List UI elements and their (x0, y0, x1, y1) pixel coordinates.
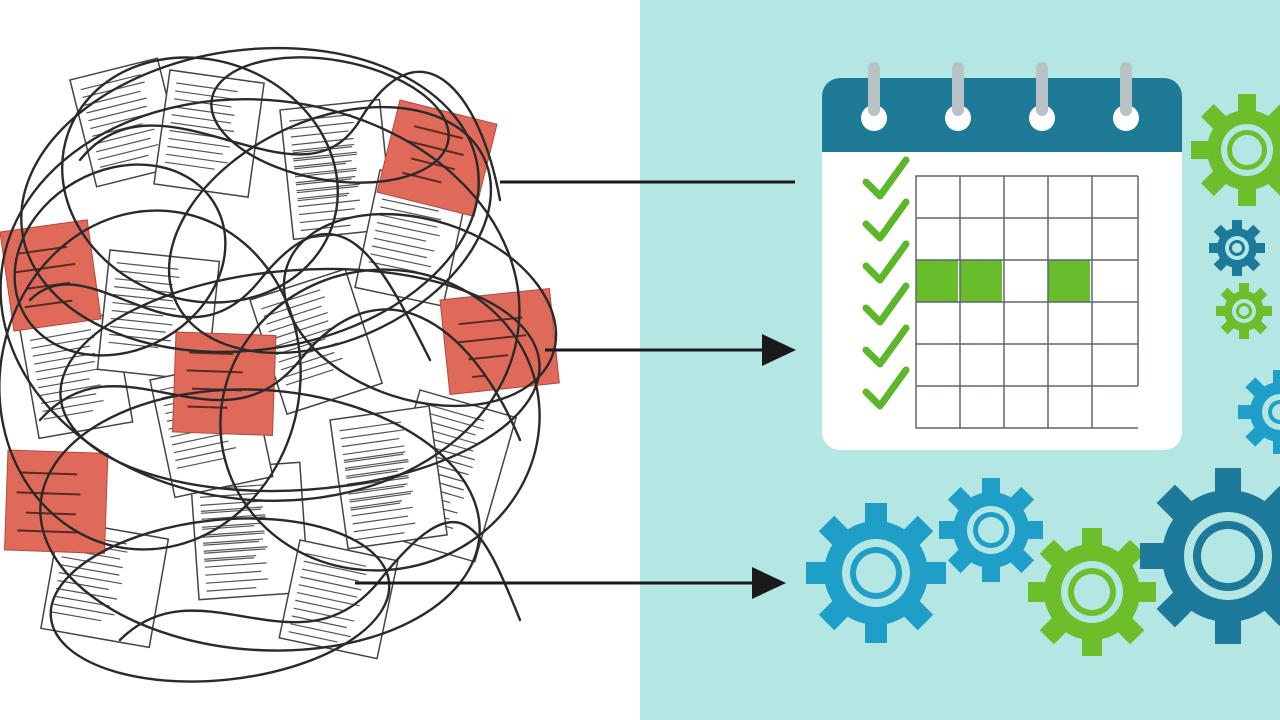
gear-icon (806, 503, 946, 643)
calendar-cell-highlight (916, 260, 958, 302)
arrow-right-icon (640, 334, 796, 366)
checkmark-icon (862, 156, 910, 410)
chaos-panel (0, 46, 640, 683)
order-panel (640, 0, 1280, 720)
calendar-icon (822, 62, 1182, 450)
calendar-grid (915, 175, 1139, 429)
order-drawing (640, 0, 1280, 720)
chaos-drawing (0, 46, 640, 683)
sticky-note (3, 449, 109, 554)
gear-icon (1140, 468, 1280, 644)
gear-icon (1028, 528, 1156, 656)
sticky-note (171, 331, 277, 436)
sticky-note (439, 287, 560, 396)
calendar-cell-highlight (1048, 260, 1090, 302)
calendar-cell-highlight (960, 260, 1002, 302)
arrow-right-icon (640, 567, 786, 599)
gear-icon (1209, 220, 1265, 276)
gear-icon (1216, 283, 1272, 339)
tangled-lines (0, 46, 558, 683)
gear-icon (939, 478, 1043, 582)
arrow-line (355, 180, 640, 585)
binder-rings (861, 62, 1139, 131)
